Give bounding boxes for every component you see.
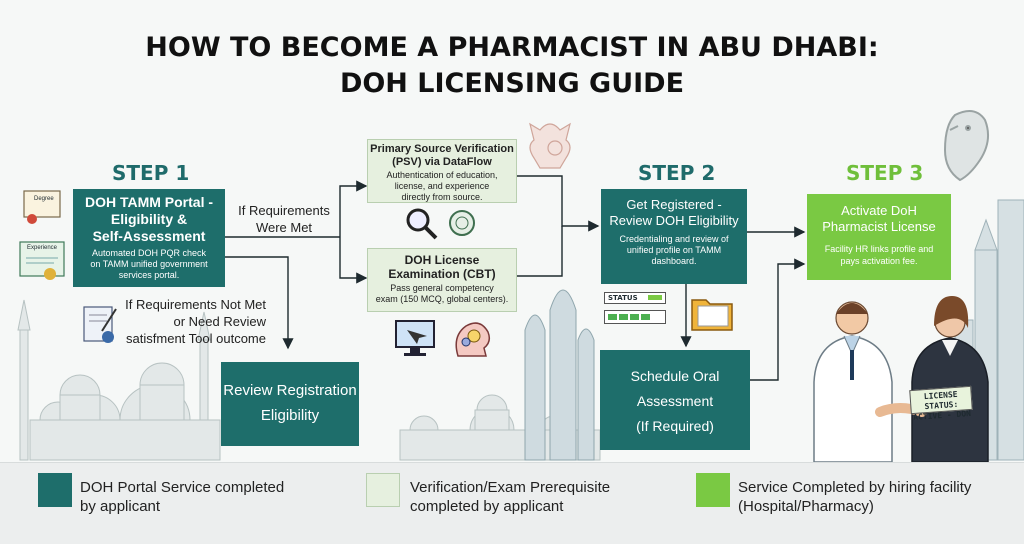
cbt-box: DOH License Examination (CBT) Pass gener… bbox=[367, 248, 517, 312]
activate-title-line-2: Pharmacist License bbox=[822, 219, 936, 234]
tamm-title-line-1: DOH TAMM Portal - bbox=[84, 194, 214, 210]
condition-not-met-line-1: If Requirements Not Met bbox=[125, 297, 266, 312]
step-1-label: STEP 1 bbox=[112, 161, 190, 185]
towers-illustration-center bbox=[524, 289, 595, 461]
register-title-line-1: Get Registered - bbox=[626, 197, 722, 212]
tamm-sub-line-2: on TAMM unified government bbox=[90, 259, 208, 269]
legend-swatch-bright-green bbox=[696, 473, 730, 507]
cbt-title-line-1: DOH License bbox=[404, 253, 480, 267]
legend-item-facility: Service Completed by hiring facility (Ho… bbox=[738, 478, 971, 516]
psv-sub-line-3: directly from source. bbox=[401, 192, 483, 202]
legend-portal-line-1: DOH Portal Service completed bbox=[80, 479, 285, 496]
step-2-label: STEP 2 bbox=[638, 161, 716, 185]
psv-title-line-1: Primary Source Verification bbox=[370, 143, 514, 155]
legend-prereq-line-2: completed by applicant bbox=[410, 498, 564, 515]
oral-line-1: Schedule Oral bbox=[630, 368, 720, 384]
psv-sub-line-2: license, and experience bbox=[394, 181, 490, 191]
connector-oral-to-activate bbox=[750, 258, 806, 381]
oral-line-3: (If Required) bbox=[636, 418, 714, 434]
oral-assessment-box: Schedule Oral Assessment (If Required) bbox=[600, 350, 750, 450]
connector-cbt-to-register bbox=[517, 226, 563, 277]
activate-license-box: Activate DoH Pharmacist License Facility… bbox=[807, 194, 951, 280]
handshake-illustration bbox=[813, 296, 989, 462]
legend-item-portal: DOH Portal Service completed by applican… bbox=[80, 478, 284, 516]
review-line-1: Review Registration bbox=[223, 382, 357, 399]
verification-seal-icon bbox=[447, 208, 477, 238]
register-sub-line-3: dashboard. bbox=[651, 256, 697, 266]
page-title: HOW TO BECOME A PHARMACIST IN ABU DHABI:… bbox=[0, 30, 1024, 102]
document-seal-icon bbox=[80, 305, 122, 347]
activate-title-line-1: Activate DoH bbox=[841, 203, 917, 218]
folder-icon bbox=[690, 292, 736, 332]
title-line-1: HOW TO BECOME A PHARMACIST IN ABU DHABI: bbox=[145, 32, 879, 63]
mosque-illustration-left bbox=[17, 299, 221, 461]
psv-box: Primary Source Verification (PSV) via Da… bbox=[367, 139, 517, 203]
cbt-sub-line-2: exam (150 MCQ, global centers). bbox=[375, 294, 509, 304]
connector-to-cbt bbox=[339, 237, 368, 284]
legend-prereq-line-1: Verification/Exam Prerequisite bbox=[410, 479, 611, 496]
magnifier-icon bbox=[403, 205, 439, 241]
license-status-badge: LICENSE STATUS: ACTIVE - DON bbox=[909, 385, 973, 422]
tamm-sub-line-3: services portal. bbox=[118, 270, 180, 280]
degree-label: Degree bbox=[34, 196, 54, 202]
title-line-2: DOH LICENSING GUIDE bbox=[339, 68, 685, 99]
register-box: Get Registered - Review DOH Eligibility … bbox=[601, 189, 747, 284]
activate-sub-line-1: Facility HR links profile and bbox=[824, 244, 934, 254]
computer-monitor-icon bbox=[393, 318, 439, 358]
condition-met-line-2: Were Met bbox=[255, 220, 313, 235]
legend-facility-line-1: Service Completed by hiring facility bbox=[738, 479, 972, 496]
brain-gears-icon bbox=[450, 318, 494, 360]
experience-label: Experience bbox=[27, 245, 58, 251]
experience-certificate-icon: Experience bbox=[18, 240, 66, 284]
falcon-icon bbox=[943, 110, 990, 182]
condition-not-met-line-2: or Need Review bbox=[173, 314, 267, 329]
psv-title-line-2: (PSV) via DataFlow bbox=[392, 156, 492, 168]
tamm-title-line-2: Eligibility & bbox=[110, 211, 188, 227]
connector-tamm-to-review bbox=[225, 256, 294, 350]
condition-met-text: If Requirements Were Met bbox=[228, 202, 340, 236]
condition-met-line-1: If Requirements bbox=[238, 203, 330, 218]
legend-portal-line-2: by applicant bbox=[80, 498, 161, 515]
connector-psv-to-register bbox=[517, 175, 600, 232]
connector-to-psv bbox=[339, 180, 368, 237]
activate-sub-line-2: pays activation fee. bbox=[840, 256, 918, 266]
cbt-sub-line-1: Pass general competency bbox=[390, 283, 494, 293]
tamm-title-line-3: Self-Assessment bbox=[92, 228, 206, 244]
legend-swatch-teal bbox=[38, 473, 72, 507]
register-title-line-2: Review DOH Eligibility bbox=[609, 213, 739, 228]
tamm-portal-box: DOH TAMM Portal - Eligibility & Self-Ass… bbox=[73, 189, 225, 287]
condition-not-met-line-3: satisfment Tool outcome bbox=[126, 331, 266, 346]
uae-emblem-icon bbox=[529, 122, 571, 169]
cbt-title-line-2: Examination (CBT) bbox=[388, 267, 496, 281]
legend-facility-line-2: (Hospital/Pharmacy) bbox=[738, 498, 874, 515]
status-progress-icon: STATUS bbox=[604, 292, 668, 330]
oral-line-2: Assessment bbox=[636, 393, 714, 409]
legend-item-prerequisite: Verification/Exam Prerequisite completed… bbox=[410, 478, 610, 516]
legend-bar bbox=[0, 462, 1024, 544]
step-3-label: STEP 3 bbox=[846, 161, 924, 185]
review-line-2: Eligibility bbox=[260, 407, 320, 424]
degree-certificate-icon: Degree bbox=[22, 187, 62, 227]
condition-not-met-text: If Requirements Not Met or Need Review s… bbox=[120, 296, 266, 347]
register-sub-line-2: unified profile on TAMM bbox=[626, 245, 722, 255]
register-sub-line-1: Credentialing and review of bbox=[619, 234, 729, 244]
psv-sub-line-1: Authentication of education, bbox=[386, 170, 498, 180]
legend-swatch-light-green bbox=[366, 473, 400, 507]
review-registration-box: Review Registration Eligibility bbox=[221, 362, 359, 446]
tamm-sub-line-1: Automated DOH PQR check bbox=[91, 248, 207, 258]
